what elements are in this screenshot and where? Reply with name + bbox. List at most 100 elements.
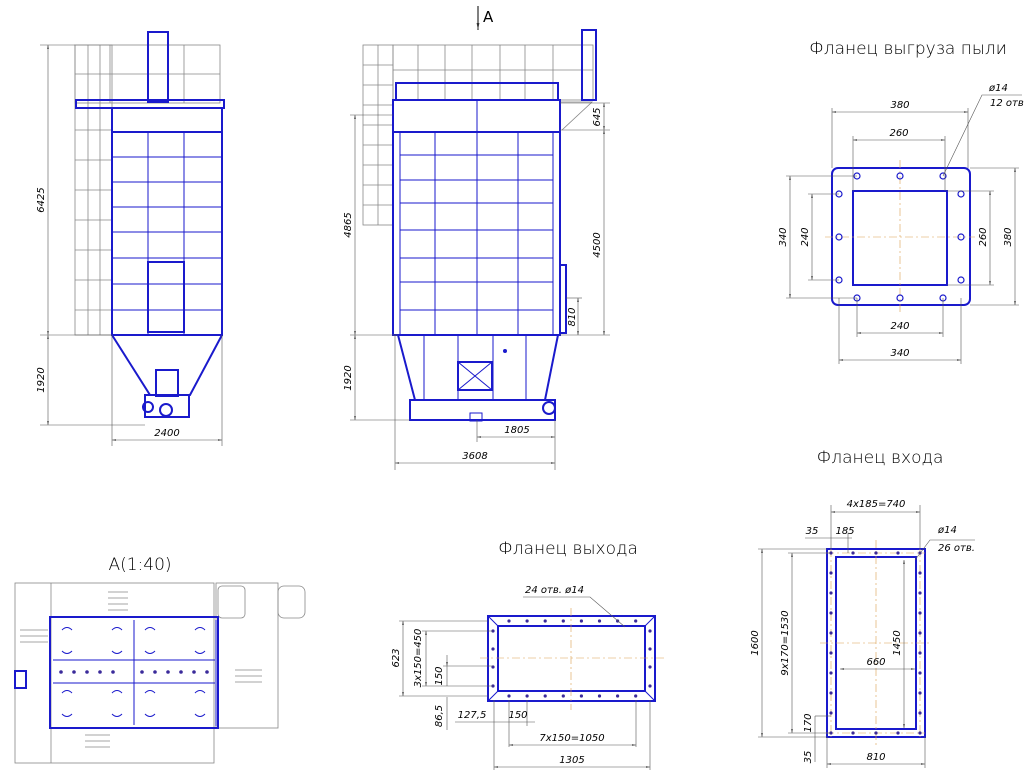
dim-left-outer: 340 [778,227,789,246]
dim-right-inner: 260 [978,227,989,246]
railing [362,44,594,226]
dim-pitch: 185 [835,526,854,537]
bolt-hole [634,619,638,623]
dim-bottom-edge: 35 [803,751,814,764]
exhaust-pipe [581,29,597,101]
screw-conveyor [144,394,190,418]
gate [155,369,179,397]
bolt-hole [829,671,833,675]
plan-view-title: A(1:40) [108,555,171,575]
dim-outer-width: 380 [890,100,909,111]
bolt-hole [918,711,922,715]
hole-diameter: ø14 [988,83,1008,94]
dim-bottom-edge: 86,5 [434,705,445,727]
dim-pitch-v: 150 [434,666,445,685]
dim-hole-pitch-bottom: 240 [890,321,909,332]
bolt-hole [616,694,620,698]
bolt-hole [829,691,833,695]
bolt-hole [918,611,922,615]
bolt-hole [597,619,602,623]
section-marker-label: A [483,8,494,26]
dim-pitch-h: 150 [508,710,527,721]
outlet-flange: Фланец выхода 24 отв. ø14 623 3x150=450 … [391,539,665,770]
dim-body-height: 4865 [343,212,354,237]
filter-body [111,131,223,336]
section-marker: A [476,6,494,30]
bolt-hole [829,591,833,595]
bolt-hole [579,694,584,698]
bolt-hole [918,731,922,735]
inspection-hatch [457,361,493,391]
bolt-hole [918,651,922,655]
inlet-flange-title: Фланец входа [817,448,944,468]
dim-edge: 35 [806,526,819,537]
hole-count: 26 отв. [938,543,975,554]
dim-hopper-height: 1920 [343,365,354,390]
bolt-hole [896,551,900,555]
bolt-hole [874,731,878,735]
dim-hole-pitch-top: 260 [889,128,908,139]
dim-inlet-offset: 810 [567,307,578,326]
motor [542,401,556,415]
bolt-hole [579,619,584,623]
bolt-hole [597,694,602,698]
bolt-hole [851,551,855,555]
dim-width: 1305 [559,755,584,766]
bolt-hole [648,684,652,688]
side-view: 6425 1920 2400 [36,31,225,446]
bolt-hole [507,694,511,698]
bolt-hole [507,619,511,623]
bolt-hole [543,619,547,623]
bolt-hole [918,571,922,575]
bolt-hole [648,665,652,669]
plan-view-a: A(1:40) [14,555,306,764]
bolt-hole [829,631,833,635]
dim-total-height: 6425 [36,187,47,212]
hole-count: 12 отв. [990,98,1024,109]
bolt-hole [648,629,652,633]
front-view: 4865 1920 645 4500 810 1805 3608 [343,29,610,470]
dim-width: 3608 [462,451,487,462]
dim-section-height: 4500 [592,232,603,257]
bolt-hole [491,647,495,651]
dim-height: 623 [391,648,402,667]
bolt-hole [918,691,922,695]
hole-diameter: ø14 [937,525,957,536]
bolt-hole [829,611,833,615]
bolt-hole [829,711,833,715]
bolt-hole [896,731,900,735]
bolt-hole [561,694,565,698]
dim-top-pitch: 4x185=740 [847,499,906,510]
bolt-hole [851,731,855,735]
dim-vert-pitch: 9x170=1530 [780,610,791,675]
bolt-hole [634,694,638,698]
dim-hood-height: 645 [592,107,603,126]
dim-right-outer: 380 [1003,227,1014,246]
dim-hopper-height: 1920 [36,367,47,392]
dim-width: 2400 [154,428,179,439]
bolt-hole [648,647,652,651]
dim-height: 1600 [750,630,761,655]
dim-width: 810 [866,752,885,763]
holes-note: 24 отв. ø14 [525,585,584,596]
dim-left-inner: 240 [800,227,811,246]
bolt-hole [829,571,833,575]
hood [111,107,223,133]
hopper [111,334,223,396]
dim-half-width: 1805 [504,425,529,436]
inlet-flange: Фланец входа 4x185=740 35 185 1600 9x170… [750,448,975,768]
bolt-hole [525,619,529,623]
dust-flange-title: Фланец выгруза пыли [809,39,1007,59]
dim-inner-width: 660 [866,657,885,668]
inlet [147,261,185,333]
bolt-hole [829,651,833,655]
bolt-hole [543,694,547,698]
bolt-hole [918,671,922,675]
exhaust-pipe [147,31,169,103]
bolt-hole [918,591,922,595]
dust-flange: Фланец выгруза пыли 380 260 240 340 340 … [778,39,1024,364]
bolt-hole [525,694,529,698]
dim-first-pitch: 170 [803,713,814,732]
bolt-hole [874,551,878,555]
